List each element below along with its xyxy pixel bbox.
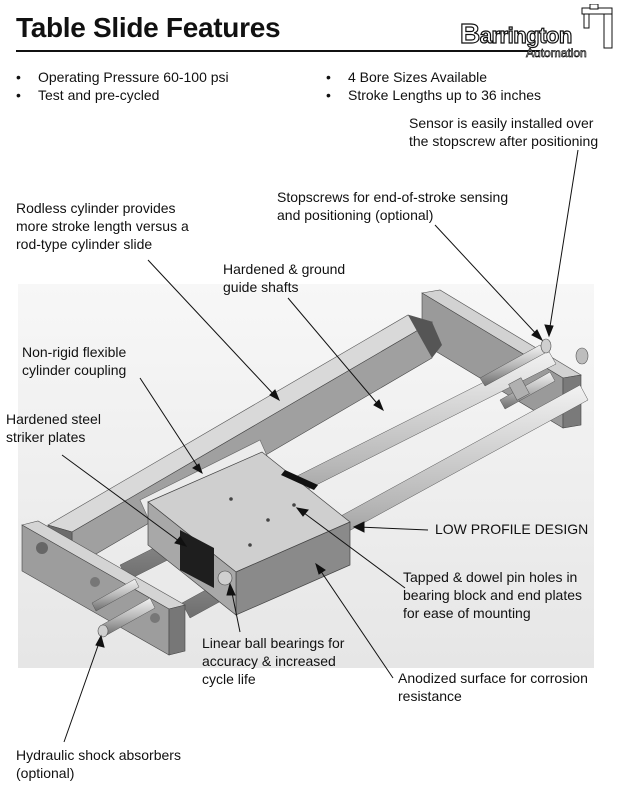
callout-tapped-holes: Tapped & dowel pin holes in bearing bloc… <box>403 569 583 621</box>
logo-name-cap: B <box>459 17 480 49</box>
leader-low-profile <box>357 526 429 531</box>
arrow-rodless <box>269 389 280 402</box>
logo-sub-rest: utomation <box>534 46 587 61</box>
bearing-block <box>147 451 351 616</box>
arrow-low-profile <box>352 521 365 533</box>
logo-name-rest: arrington <box>479 22 573 48</box>
arrow-tapped <box>295 507 309 517</box>
bullet-stroke-lengths: Stroke Lengths up to 36 inches <box>326 86 541 104</box>
callout-sensor: Sensor is easily installed over the stop… <box>409 115 599 149</box>
logo-name: Barrington <box>459 17 573 50</box>
page-title: Table Slide Features <box>16 12 281 43</box>
leader-striker <box>61 454 184 545</box>
leader-guide-shafts <box>287 297 382 409</box>
callout-striker-plates: Hardened steel striker plates <box>6 411 101 445</box>
arrow-coupling <box>192 463 203 475</box>
near-end-plate <box>21 520 186 656</box>
leader-stopscrews <box>434 224 541 339</box>
leader-sensor <box>548 149 579 334</box>
feature-bullets-right: 4 Bore Sizes Available Stroke Lengths up… <box>326 68 541 104</box>
title-rule <box>16 50 540 52</box>
shock-absorbers <box>91 578 156 638</box>
callout-coupling: Non-rigid flexible cylinder coupling <box>22 344 127 378</box>
feature-bullets-left: Operating Pressure 60-100 psi Test and p… <box>16 68 229 104</box>
arrow-guide-shafts <box>373 399 384 412</box>
callout-anodized: Anodized surface for corrosion resistanc… <box>398 670 588 704</box>
leader-shock <box>63 639 101 743</box>
bullet-bore-sizes: 4 Bore Sizes Available <box>326 68 541 86</box>
arrow-bearings <box>226 582 236 596</box>
arrow-sensor <box>544 324 554 338</box>
arrow-stopscrews <box>531 329 544 342</box>
arrow-anodized <box>315 562 326 575</box>
leader-coupling <box>139 377 201 471</box>
barrington-logo: Barrington Automation <box>459 4 620 66</box>
callout-guide-shafts: Hardened & ground guide shafts <box>223 261 346 295</box>
callout-stopscrews: Stopscrews for end-of-stroke sensing and… <box>277 189 509 223</box>
callout-low-profile: LOW PROFILE DESIGN <box>435 521 589 537</box>
callout-shock-absorbers: Hydraulic shock absorbers (optional) <box>16 747 181 781</box>
leader-tapped <box>299 509 406 589</box>
stopscrews <box>479 338 556 410</box>
arrow-striker <box>174 536 188 547</box>
logo-sub-cap: A <box>526 46 535 61</box>
callout-ball-bearings: Linear ball bearings for accuracy & incr… <box>202 635 345 687</box>
leader-rodless <box>147 259 278 399</box>
logo-subtitle: Automation <box>526 46 587 61</box>
gantry-icon <box>581 4 613 49</box>
callout-rodless-cylinder: Rodless cylinder provides more stroke le… <box>16 200 189 252</box>
bullet-tested: Test and pre-cycled <box>16 86 229 104</box>
arrow-shock <box>95 634 105 648</box>
leader-anodized <box>317 566 394 679</box>
bullet-pressure: Operating Pressure 60-100 psi <box>16 68 229 86</box>
